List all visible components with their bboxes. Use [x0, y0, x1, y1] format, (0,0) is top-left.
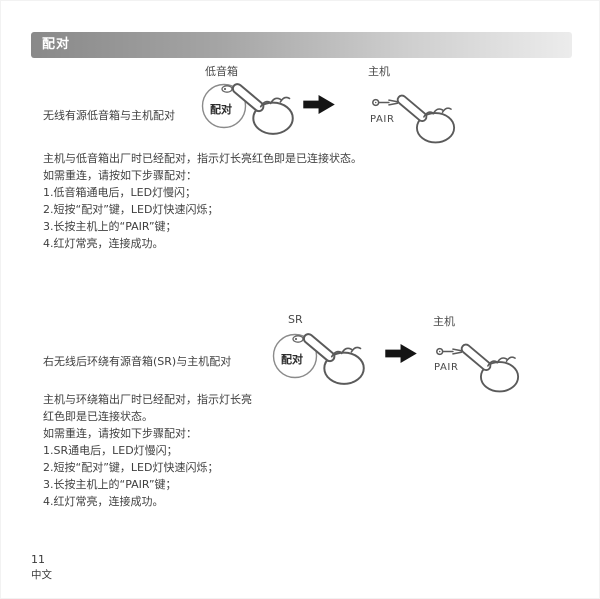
page-number: 11 [31, 553, 45, 566]
arrow-right-icon [385, 343, 418, 364]
instruction-line: 1.低音箱通电后，LED灯慢闪； [43, 186, 197, 199]
pair-button-label: 配对 [281, 353, 303, 366]
language-label: 中文 [31, 569, 52, 581]
pointing-hand-icon [456, 338, 526, 400]
pointing-hand-icon [298, 327, 372, 393]
sr-label: SR [288, 313, 303, 326]
arrow-right-icon [303, 94, 336, 115]
instruction-line: 主机与环绕箱出厂时已经配对，指示灯长亮 [43, 393, 252, 406]
instruction-line: 红色即是已连接状态。 [43, 410, 153, 423]
pair-button-label: 配对 [210, 103, 232, 116]
instructions-subwoofer: 主机与低音箱出厂时已经配对，指示灯长亮红色即是已连接状态。 如需重连，请按如下步… [43, 150, 362, 252]
main-unit-label: 主机 [368, 65, 390, 78]
instruction-line: 如需重连，请按如下步骤配对： [43, 169, 197, 182]
subwoofer-label: 低音箱 [205, 65, 238, 78]
pair-key-label: PAIR [370, 114, 395, 125]
instruction-line: 2.短按“配对”键，LED灯快速闪烁； [43, 203, 219, 216]
instruction-line: 主机与低音箱出厂时已经配对，指示灯长亮红色即是已连接状态。 [43, 152, 362, 165]
pointing-hand-icon [392, 89, 462, 151]
section-heading-subwoofer: 无线有源低音箱与主机配对 [43, 109, 175, 122]
section-header-bar: 配对 [31, 32, 572, 58]
instructions-surround: 主机与环绕箱出厂时已经配对，指示灯长亮 红色即是已连接状态。 如需重连，请按如下… [43, 391, 252, 510]
pointing-hand-icon [227, 77, 301, 143]
instruction-line: 3.长按主机上的“PAIR”键； [43, 220, 177, 233]
instruction-line: 3.长按主机上的“PAIR”键； [43, 478, 177, 491]
instruction-line: 1.SR通电后，LED灯慢闪； [43, 444, 178, 457]
section-heading-surround: 右无线后环绕有源音箱(SR)与主机配对 [43, 355, 232, 368]
instruction-line: 如需重连，请按如下步骤配对： [43, 427, 197, 440]
instruction-line: 4.红灯常亮，连接成功。 [43, 237, 164, 250]
instruction-line: 2.短按“配对”键，LED灯快速闪烁； [43, 461, 219, 474]
instruction-line: 4.红灯常亮，连接成功。 [43, 495, 164, 508]
pair-key-label: PAIR [434, 362, 459, 373]
main-unit-label: 主机 [433, 315, 455, 328]
page-title: 配对 [42, 37, 71, 52]
